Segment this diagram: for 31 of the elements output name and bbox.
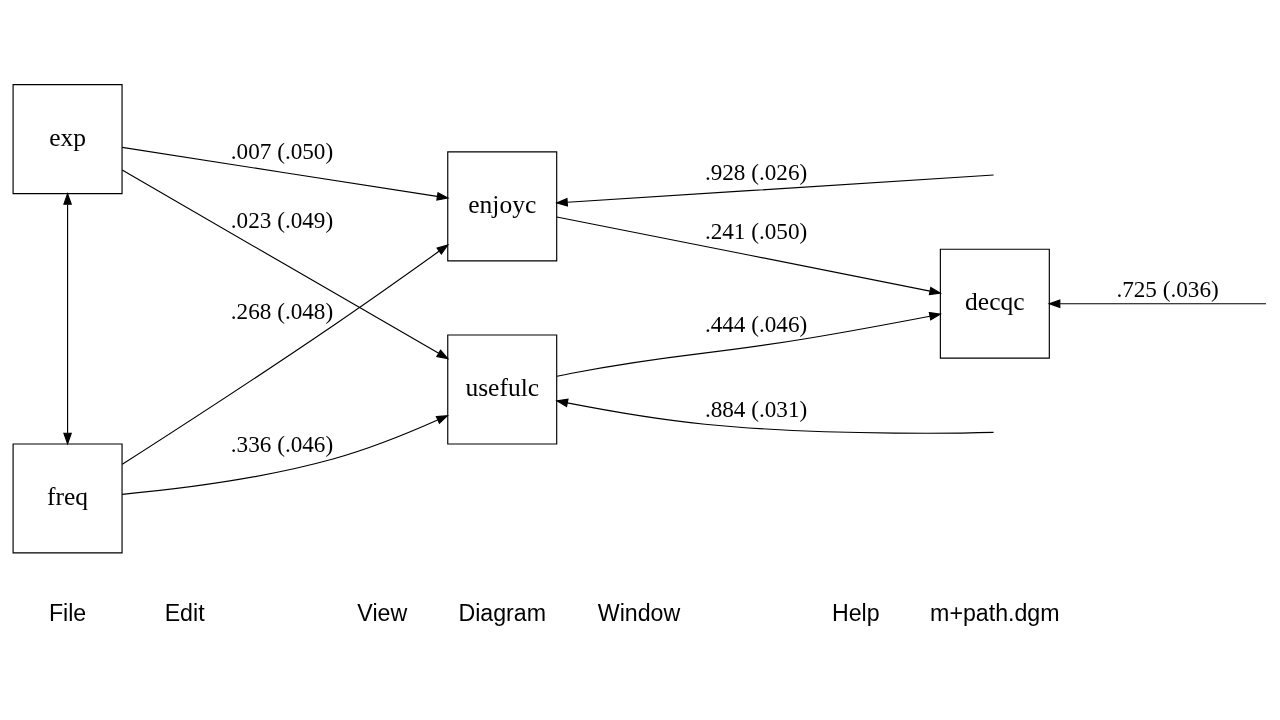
edge-label: .725 (.036)	[1116, 275, 1219, 302]
edge-label: .336 (.046)	[230, 430, 334, 457]
arrow	[121, 169, 450, 359]
arrow	[556, 311, 942, 377]
arrow	[556, 215, 943, 295]
arrow	[1047, 298, 1267, 308]
arrow	[63, 191, 73, 445]
arrow	[555, 173, 995, 207]
edge-label: .023 (.049)	[230, 206, 334, 233]
label: m+path.dgm	[930, 599, 1060, 626]
label: Diagram	[458, 599, 547, 626]
label: Window	[597, 599, 681, 626]
node-box: usefulc	[447, 333, 558, 445]
node-box: freq	[12, 442, 123, 553]
arrow	[121, 146, 450, 201]
label: Help	[831, 599, 880, 626]
edge-label: .884 (.031)	[704, 395, 808, 422]
edge-label: .928 (.026)	[704, 158, 808, 185]
edge-label: .444 (.046)	[704, 310, 808, 337]
arrow	[555, 398, 995, 434]
label: Edit	[164, 599, 205, 626]
edge-label: .241 (.050)	[704, 217, 808, 244]
node-box: enjoyc	[447, 150, 558, 261]
edge-label: .007 (.050)	[230, 137, 334, 164]
edge-label: .268 (.048)	[230, 297, 334, 324]
label: File	[48, 599, 87, 626]
label: View	[357, 599, 408, 626]
arrow	[121, 243, 450, 465]
arrow	[121, 414, 449, 495]
node-box: decqc	[939, 248, 1050, 359]
node-box: exp	[12, 83, 123, 194]
